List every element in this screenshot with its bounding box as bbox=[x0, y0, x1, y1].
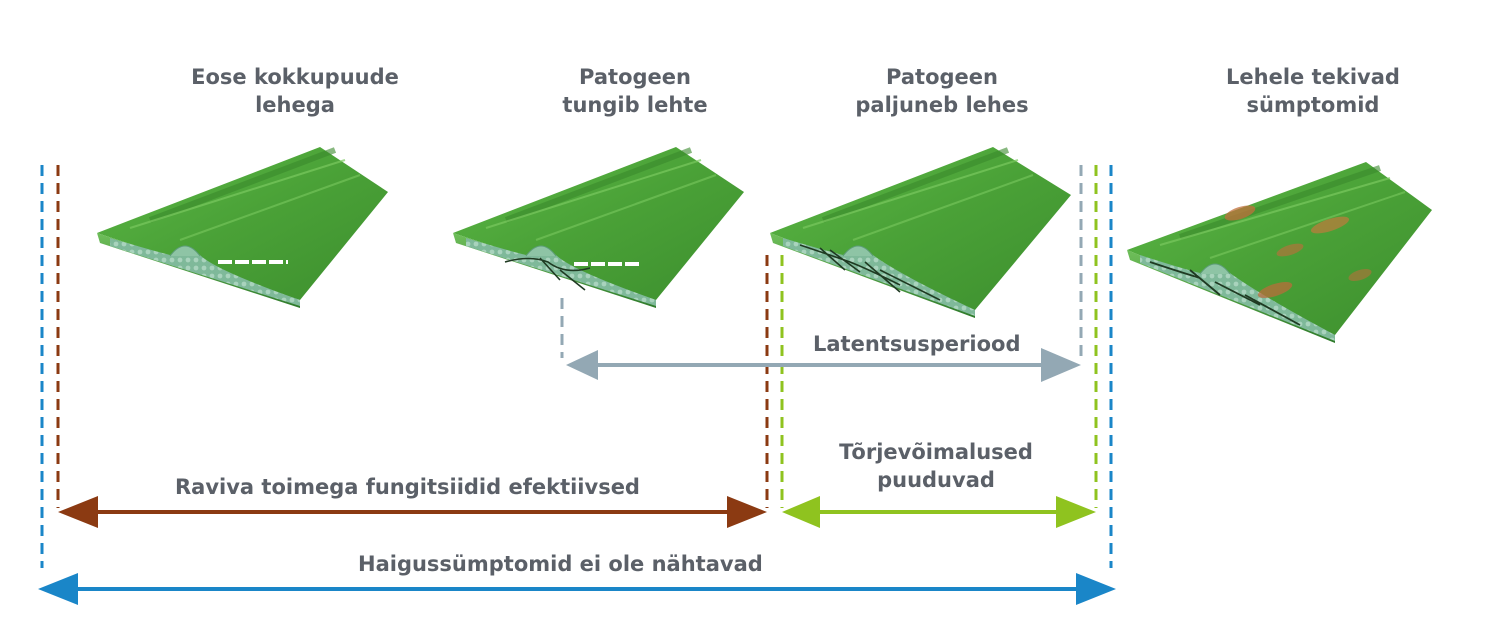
stage-title-4: Lehele tekivad sümptomid bbox=[1163, 63, 1463, 119]
stage-title-4-line2: sümptomid bbox=[1246, 93, 1380, 117]
stage-title-3: Patogeen paljuneb lehes bbox=[792, 63, 1092, 119]
stage-title-1-line2: lehega bbox=[255, 93, 335, 117]
no-control-label: Tõrjevõimalused puuduvad bbox=[836, 438, 1036, 494]
stage-title-1: Eose kokkupuude lehega bbox=[145, 63, 445, 119]
stage-title-4-line1: Lehele tekivad bbox=[1226, 65, 1400, 89]
curative-fungicides-label: Raviva toimega fungitsiidid efektiivsed bbox=[175, 475, 640, 499]
no-control-arrow bbox=[782, 496, 1096, 528]
no-symptoms-arrow bbox=[38, 573, 1116, 605]
latency-arrow bbox=[566, 348, 1081, 382]
stage-title-3-line1: Patogeen bbox=[886, 65, 998, 89]
no-symptoms-label: Haigussümptomid ei ole nähtavad bbox=[358, 552, 763, 576]
leaf-illustration-3 bbox=[770, 147, 1071, 318]
stage-title-3-line2: paljuneb lehes bbox=[855, 93, 1029, 117]
no-control-label-line1: Tõrjevõimalused bbox=[839, 440, 1033, 464]
no-control-label-line2: puuduvad bbox=[877, 468, 995, 492]
leaf-illustration-2 bbox=[453, 147, 744, 308]
guide-lines bbox=[40, 165, 1113, 568]
stage-title-2-line2: tungib lehte bbox=[562, 93, 708, 117]
stage-title-2: Patogeen tungib lehte bbox=[485, 63, 785, 119]
stage-title-1-line1: Eose kokkupuude bbox=[191, 65, 399, 89]
curative-arrow bbox=[58, 496, 767, 528]
leaf-illustration-4 bbox=[1127, 162, 1432, 343]
stage-title-2-line1: Patogeen bbox=[579, 65, 691, 89]
leaf-illustration-1 bbox=[97, 147, 388, 308]
latency-period-label: Latentsusperiood bbox=[813, 332, 1021, 356]
